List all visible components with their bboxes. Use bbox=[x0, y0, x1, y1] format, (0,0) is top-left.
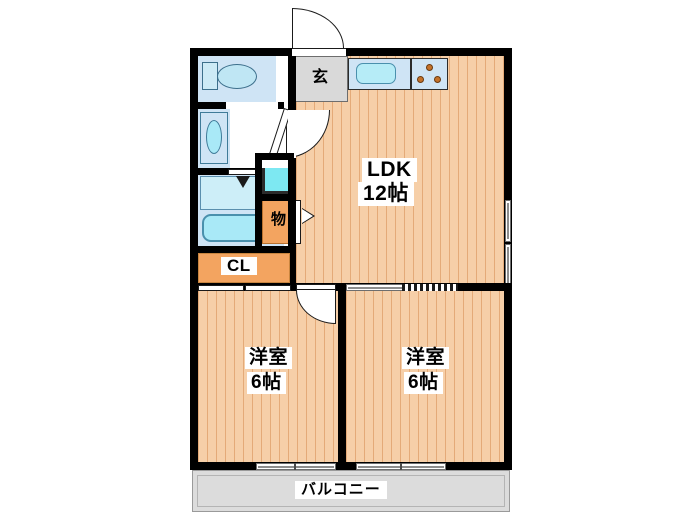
balcony-label: バルコニー bbox=[295, 481, 387, 499]
stove-burner-left bbox=[417, 76, 424, 83]
wall-machine-top bbox=[255, 153, 294, 160]
exterior-wall-top bbox=[190, 48, 512, 56]
toilet-bowl bbox=[217, 64, 257, 89]
washroom-folding-door-marker[interactable] bbox=[228, 169, 258, 175]
stove-burner-right bbox=[434, 76, 441, 83]
exterior-wall-bottom bbox=[190, 462, 512, 470]
stove-burner-top bbox=[426, 64, 433, 71]
balcony-inner-line bbox=[197, 475, 505, 507]
ldk-label-line1: LDK bbox=[362, 158, 417, 182]
room-bedroom-right bbox=[346, 291, 504, 462]
exterior-wall-left bbox=[190, 48, 198, 470]
ldk-window-east-pane bbox=[507, 203, 509, 239]
storage-door-arrow-inner-icon bbox=[302, 209, 313, 223]
toilet-door-opening[interactable] bbox=[226, 102, 278, 109]
bedroom-left-label-line1: 洋室 bbox=[245, 347, 293, 369]
washroom-folding-door-triangle bbox=[236, 176, 250, 188]
bedroom-left-balcony-window-handle bbox=[294, 463, 296, 470]
entrance-area bbox=[290, 56, 348, 102]
wall-washroom-column-right bbox=[255, 195, 262, 247]
closet-door-panel-left[interactable] bbox=[198, 285, 244, 291]
closet-door-panel-right[interactable] bbox=[245, 285, 291, 291]
bath-basin-oval bbox=[206, 120, 222, 154]
wall-washroom-segment bbox=[198, 246, 296, 253]
wall-machine-left bbox=[255, 153, 262, 195]
entrance-door-swing-arc bbox=[292, 8, 344, 48]
entrance-label: 玄 bbox=[312, 69, 329, 86]
bedroom-left-label-line2: 6帖 bbox=[247, 372, 286, 394]
wall-storage-top bbox=[255, 194, 294, 201]
hall-to-ldk-opening[interactable] bbox=[288, 110, 296, 158]
bedroom-right-label-line1: 洋室 bbox=[402, 347, 450, 369]
stove-divider bbox=[410, 58, 412, 90]
bedroom-right-balcony-window-handle bbox=[400, 463, 402, 470]
toilet-tank bbox=[202, 62, 218, 90]
bedroom-right-label-line2: 6帖 bbox=[404, 372, 443, 394]
closet-label: CL bbox=[221, 257, 257, 275]
bedroom-left-balcony-window-pane bbox=[258, 466, 334, 468]
entrance-door-opening[interactable] bbox=[292, 48, 346, 56]
bedroom-right-north-window-dash bbox=[402, 284, 458, 291]
wall-between-bedrooms bbox=[338, 283, 346, 470]
ldk-label-line2: 12帖 bbox=[358, 182, 414, 206]
ldk-window-east-2-pane bbox=[507, 247, 509, 283]
wall-ldk-left-vertical bbox=[288, 56, 296, 283]
storage-label: 物 bbox=[271, 211, 287, 228]
kitchen-sink bbox=[356, 63, 396, 84]
